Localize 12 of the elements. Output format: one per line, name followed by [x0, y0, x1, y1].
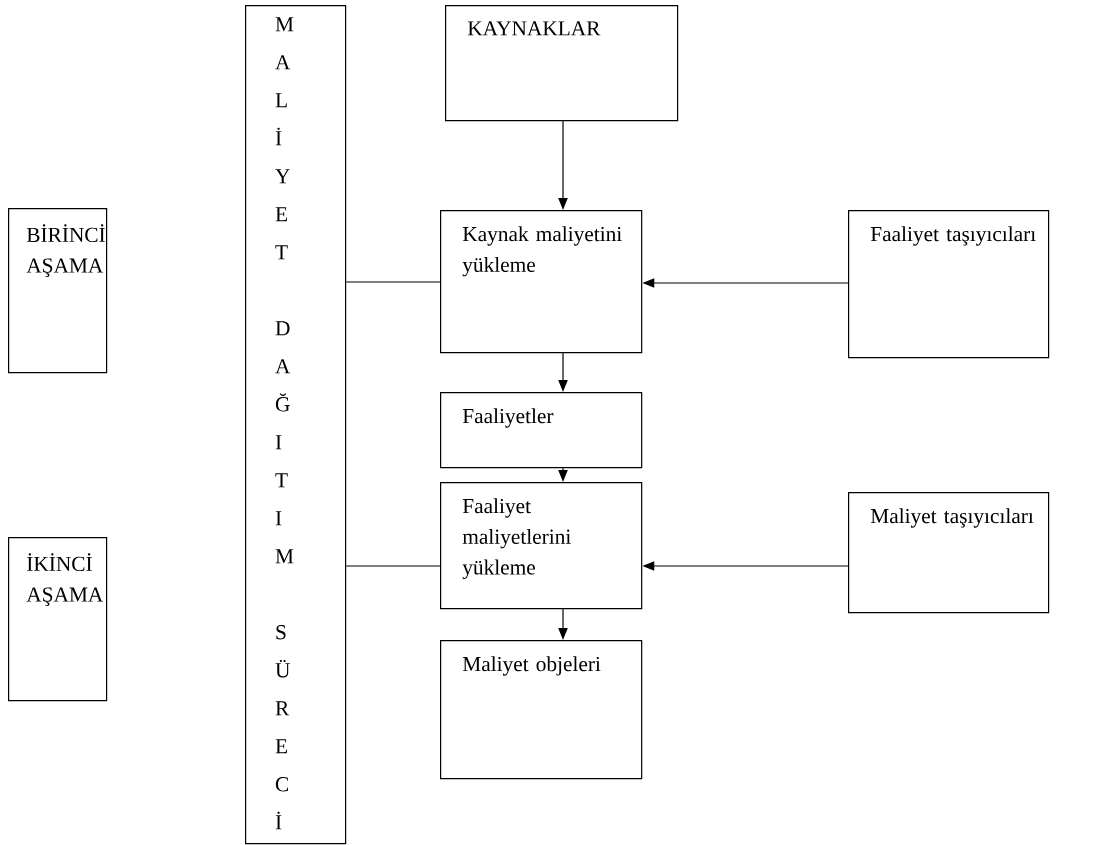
- connector-line: [345, 281, 441, 283]
- process-bar: MALİYET DAĞITIM SÜRECİ: [245, 5, 347, 845]
- process-box: Maliyet taşıyıcıları: [848, 492, 1050, 614]
- process-box: Maliyet objeleri: [440, 640, 643, 780]
- process-box: KAYNAKLAR: [445, 5, 679, 122]
- connector-line: [345, 565, 441, 567]
- stage-box: BİRİNCİ AŞAMA: [8, 208, 108, 374]
- process-box: Kaynak maliyetini yükleme: [440, 210, 643, 354]
- process-box: Faaliyetler: [440, 392, 643, 469]
- process-box: Faaliyet taşıyıcıları: [848, 210, 1050, 359]
- stage-box: İKİNCİ AŞAMA: [8, 537, 108, 702]
- process-box: Faaliyet maliyetlerini yükleme: [440, 482, 643, 610]
